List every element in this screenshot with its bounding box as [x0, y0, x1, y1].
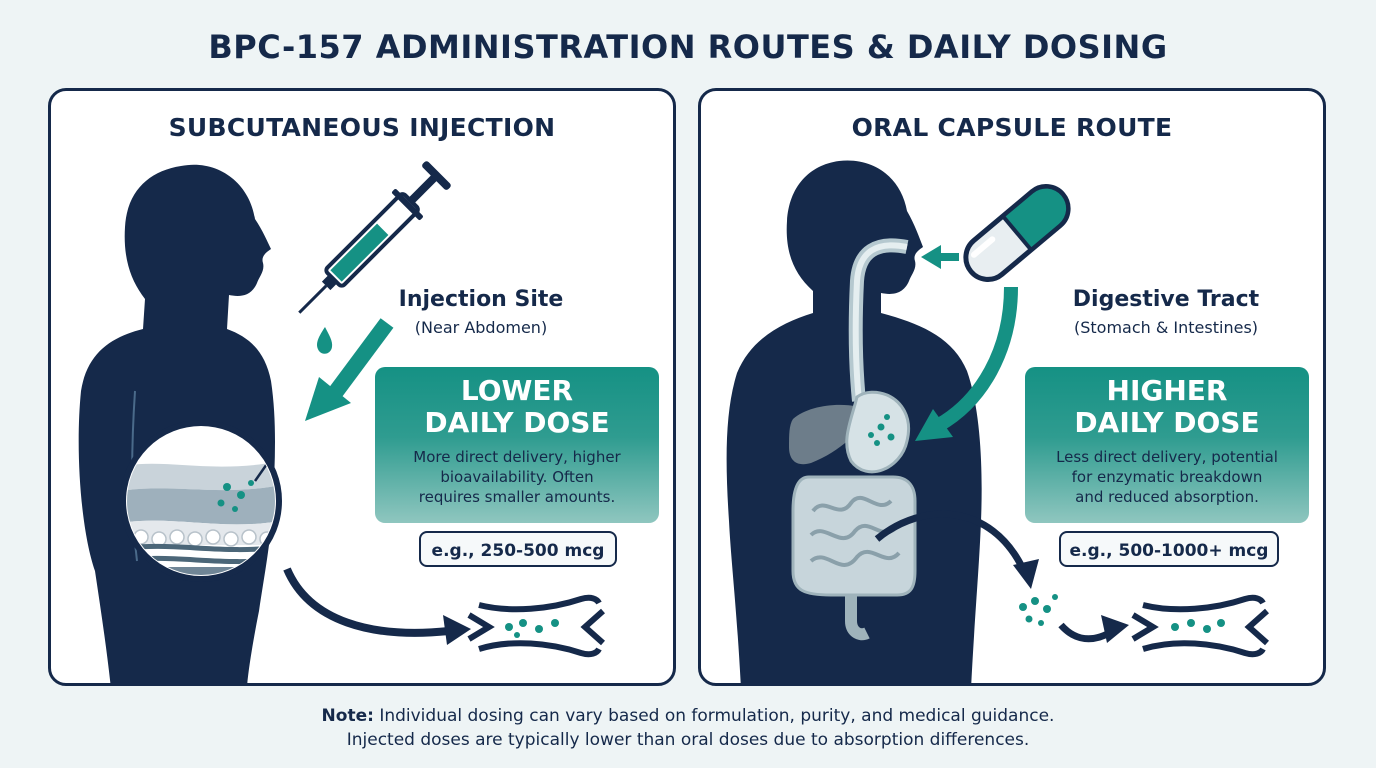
injection-site-label: Injection Site (Near Abdomen) — [371, 287, 591, 337]
oral-illustration — [726, 160, 1269, 683]
site-sub: (Near Abdomen) — [414, 318, 548, 337]
desc-line-2: bioavailability. Often — [440, 468, 594, 486]
digestion-arrow — [935, 286, 1018, 432]
large-intestine — [791, 475, 917, 597]
injection-arrow — [328, 318, 394, 398]
injection-illustration — [78, 161, 605, 683]
skin-tissue-magnifier-icon — [120, 420, 282, 582]
capsule-icon — [963, 184, 1071, 282]
blood-vessel-icon — [467, 594, 605, 658]
desc-line-2: for enzymatic breakdown — [1071, 468, 1263, 486]
desc-line-3: and reduced absorption. — [1075, 488, 1259, 506]
dose-heading-2: DAILY DOSE — [1074, 406, 1260, 439]
footnote-line-1: Note: Individual dosing can vary based o… — [0, 704, 1376, 728]
footnote: Note: Individual dosing can vary based o… — [0, 704, 1376, 752]
absorption-arrow — [874, 510, 1027, 571]
site-name: Injection Site — [398, 287, 564, 312]
site-sub: (Stomach & Intestines) — [1073, 318, 1259, 337]
dose-example-badge: e.g., 500-1000+ mcg — [1059, 531, 1279, 567]
absorption-arrow — [283, 567, 450, 637]
note-text-1: Individual dosing can vary based on form… — [379, 706, 1055, 726]
dose-description: Less direct delivery, potential for enzy… — [1039, 447, 1295, 507]
dose-heading-2: DAILY DOSE — [424, 406, 610, 439]
footnote-line-2: Injected doses are typically lower than … — [346, 730, 1030, 750]
desc-line-1: Less direct delivery, potential — [1056, 448, 1278, 466]
dose-heading-1: LOWER — [460, 374, 574, 407]
page-title: BPC-157 ADMINISTRATION ROUTES & DAILY DO… — [208, 28, 1168, 66]
oral-capsule-panel: ORAL CAPSULE ROUTE — [698, 88, 1326, 686]
lower-dose-box: LOWER DAILY DOSE More direct delivery, h… — [375, 367, 659, 523]
panel-title: SUBCUTANEOUS INJECTION — [168, 113, 556, 142]
dose-description: More direct delivery, higher bioavailabi… — [389, 447, 645, 507]
blood-vessel-icon — [1131, 594, 1269, 658]
higher-dose-box: HIGHER DAILY DOSE Less direct delivery, … — [1025, 367, 1309, 523]
stomach — [845, 390, 910, 474]
site-name: Digestive Tract — [1072, 287, 1260, 312]
subcutaneous-injection-panel: SUBCUTANEOUS INJECTION — [48, 88, 676, 686]
desc-line-3: requires smaller amounts. — [418, 488, 616, 506]
dose-example-badge: e.g., 250-500 mcg — [419, 531, 617, 567]
note-label: Note: — [321, 706, 374, 726]
panel-title: ORAL CAPSULE ROUTE — [851, 113, 1173, 142]
droplet-icon — [317, 327, 333, 354]
syringe-icon — [298, 161, 451, 314]
desc-line-1: More direct delivery, higher — [413, 448, 621, 466]
digestive-tract-label: Digestive Tract (Stomach & Intestines) — [1051, 287, 1281, 337]
dose-heading-1: HIGHER — [1106, 374, 1228, 407]
